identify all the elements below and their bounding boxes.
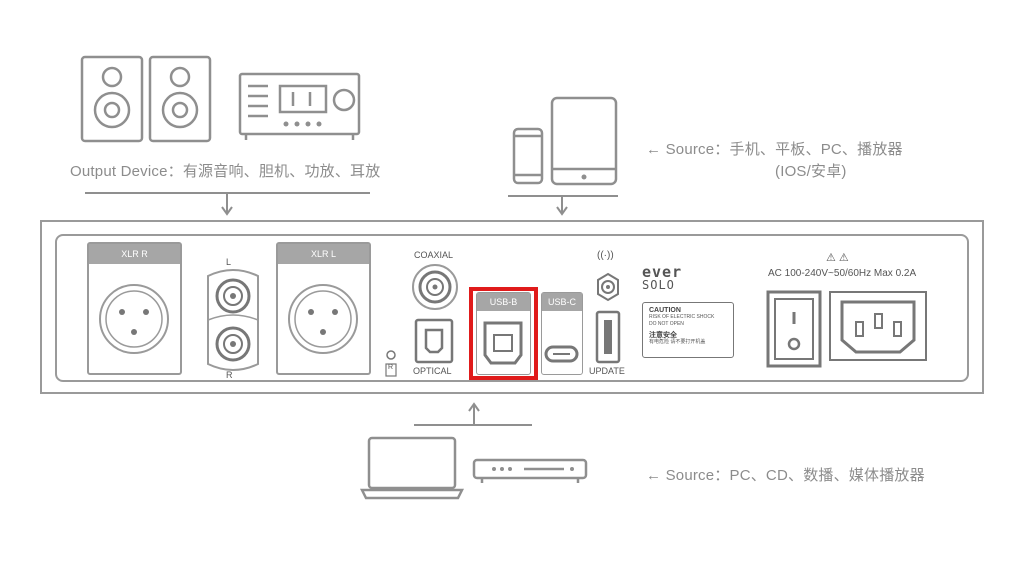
- xlr-l-port[interactable]: XLR L: [276, 242, 371, 375]
- source-bottom-arrow-icon: [468, 402, 480, 426]
- tablet-icon: [550, 96, 618, 186]
- output-device-caption: Output Device：有源音响、胆机、功放、耳放: [70, 163, 381, 180]
- xlr-r-port[interactable]: XLR R: [87, 242, 182, 375]
- brand-logo-line1: ever: [642, 263, 683, 281]
- caution-title: CAUTION: [649, 307, 681, 314]
- usb-b-connector-icon: [483, 321, 523, 365]
- wifi-symbol: ((·)): [597, 250, 614, 261]
- phone-icon: [512, 127, 544, 185]
- optical-port[interactable]: [414, 318, 454, 364]
- usb-b-label: USB-B: [477, 293, 530, 311]
- ir-sensor-icon: [385, 350, 397, 377]
- source-top-arrow-icon: [556, 196, 568, 216]
- caution-line1: RISK OF ELECTRIC SHOCK: [649, 314, 715, 320]
- usb-b-port[interactable]: USB-B: [476, 292, 531, 375]
- rca-r-label: R: [226, 370, 233, 380]
- caution-line2: DO NOT OPEN: [649, 321, 684, 327]
- media-player-icon: [472, 458, 588, 483]
- brand-logo-line2: SOLO: [642, 278, 675, 292]
- ir-label: R: [388, 364, 394, 371]
- device-back-panel: [55, 234, 969, 382]
- antenna-icon[interactable]: [595, 272, 621, 302]
- warning-icons: ⚠ ⚠: [826, 252, 849, 264]
- coaxial-port[interactable]: [408, 262, 462, 312]
- optical-label: OPTICAL: [413, 366, 452, 376]
- output-arrow-icon: [221, 193, 233, 216]
- caution-label: CAUTION RISK OF ELECTRIC SHOCK DO NOT OP…: [642, 302, 734, 358]
- xlr-connector-icon: [288, 284, 358, 354]
- amplifier-icon: [238, 72, 361, 140]
- source-top-caption: ← Source：手机、平板、PC、播放器: [646, 141, 903, 158]
- usb-a-update-port[interactable]: [595, 310, 621, 364]
- xlr-r-label: XLR R: [89, 244, 180, 264]
- update-label: UPDATE: [589, 366, 625, 376]
- rca-l-label: L: [226, 257, 232, 267]
- usb-c-port[interactable]: USB-C: [541, 292, 583, 375]
- source-top-caption-sub: (IOS/安卓): [775, 163, 847, 180]
- source-bottom-caption: ← Source：PC、CD、数播、媒体播放器: [646, 467, 925, 484]
- usb-b-highlight: [469, 287, 538, 380]
- laptop-icon: [360, 436, 464, 500]
- rca-ports[interactable]: [200, 268, 266, 372]
- coaxial-label: COAXIAL: [414, 250, 454, 260]
- source-bottom-divider: [414, 424, 532, 426]
- caution-cn-title: 注意安全: [649, 332, 677, 339]
- usb-c-label: USB-C: [542, 293, 582, 311]
- usb-c-connector-icon: [544, 345, 579, 363]
- xlr-connector-icon: [99, 284, 169, 354]
- power-rating: AC 100-240V~50/60Hz Max 0.2A: [768, 268, 917, 279]
- ac-power-socket[interactable]: [828, 290, 928, 362]
- caution-cn-line: 有电危险 请不要打开机盖: [649, 339, 706, 345]
- brand-logo: ever SOLO: [642, 263, 683, 292]
- xlr-l-label: XLR L: [278, 244, 369, 264]
- power-switch[interactable]: [766, 290, 822, 368]
- speakers-icon: [80, 55, 212, 143]
